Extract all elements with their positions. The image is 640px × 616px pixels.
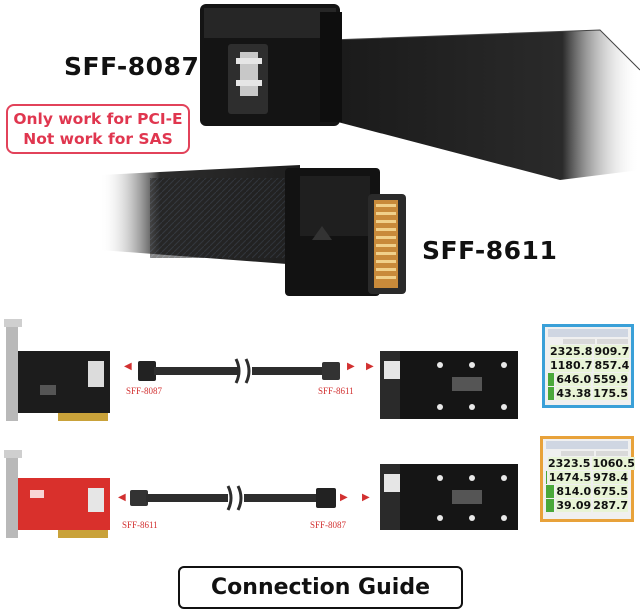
arrow-right-icon: ▶: [340, 492, 348, 503]
bench2-read-4: 39.09: [556, 499, 592, 512]
benchmark-title-bar: [546, 441, 628, 449]
bench2-write-4: 287.7: [593, 499, 628, 512]
compatibility-warning: Only work for PCI-E Not work for SAS: [6, 104, 190, 154]
arrow-right-icon: ▶: [366, 361, 374, 372]
sff8611-connector: [285, 168, 406, 296]
row2-connection-diagram: [4, 450, 518, 538]
bench2-read-2: 1474.5: [548, 471, 592, 484]
bench1-read-3: 646.0: [556, 373, 592, 386]
bench1-read-1: 2325.8: [550, 345, 593, 358]
cable-product-photo: [100, 4, 640, 296]
arrow-left-icon: ◀: [118, 492, 126, 503]
pcie-card-red: [4, 450, 110, 538]
warning-line-2: Not work for SAS: [23, 130, 173, 148]
benchmark-header: [563, 339, 628, 344]
bench2-read-1: 2323.5: [548, 457, 591, 470]
arrow-right-icon: ▶: [362, 492, 370, 503]
sff8087-label: SFF-8087: [64, 52, 200, 81]
row2-right-label: SFF-8087: [310, 520, 347, 530]
bench1-write-2: 857.4: [594, 359, 630, 372]
bench2-read-3: 814.0: [556, 485, 592, 498]
warning-line-1: Only work for PCI-E: [13, 110, 183, 128]
row2-cable: [130, 485, 336, 511]
m2-adapter-board-1: [380, 351, 518, 419]
arrow-left-icon: ◀: [124, 361, 132, 372]
sff8087-connector: [200, 4, 342, 126]
bench2-write-3: 675.5: [593, 485, 628, 498]
connection-guide-title: Connection Guide: [211, 575, 430, 600]
pcie-card-black: [4, 319, 110, 421]
bench2-write-2: 978.4: [593, 471, 628, 484]
bench1-write-3: 559.9: [593, 373, 628, 386]
bench1-write-1: 909.7: [594, 345, 630, 358]
bench1-read-4: 43.38: [556, 387, 592, 400]
bench2-write-1: 1060.5: [592, 457, 635, 470]
bench1-read-2: 1180.7: [550, 359, 593, 372]
benchmark-title-bar: [548, 329, 628, 337]
row1-connection-diagram: [4, 319, 518, 421]
benchmark-header: [561, 451, 628, 456]
bench1-write-4: 175.5: [593, 387, 628, 400]
sff8611-label: SFF-8611: [422, 236, 558, 265]
arrow-right-icon: ▶: [347, 361, 355, 372]
connection-guide-box: Connection Guide: [178, 566, 463, 609]
row1-right-label: SFF-8611: [318, 386, 354, 396]
row2-left-label: SFF-8611: [122, 520, 158, 530]
row1-cable: [138, 358, 340, 384]
row1-left-label: SFF-8087: [126, 386, 163, 396]
m2-adapter-board-2: [380, 464, 518, 530]
